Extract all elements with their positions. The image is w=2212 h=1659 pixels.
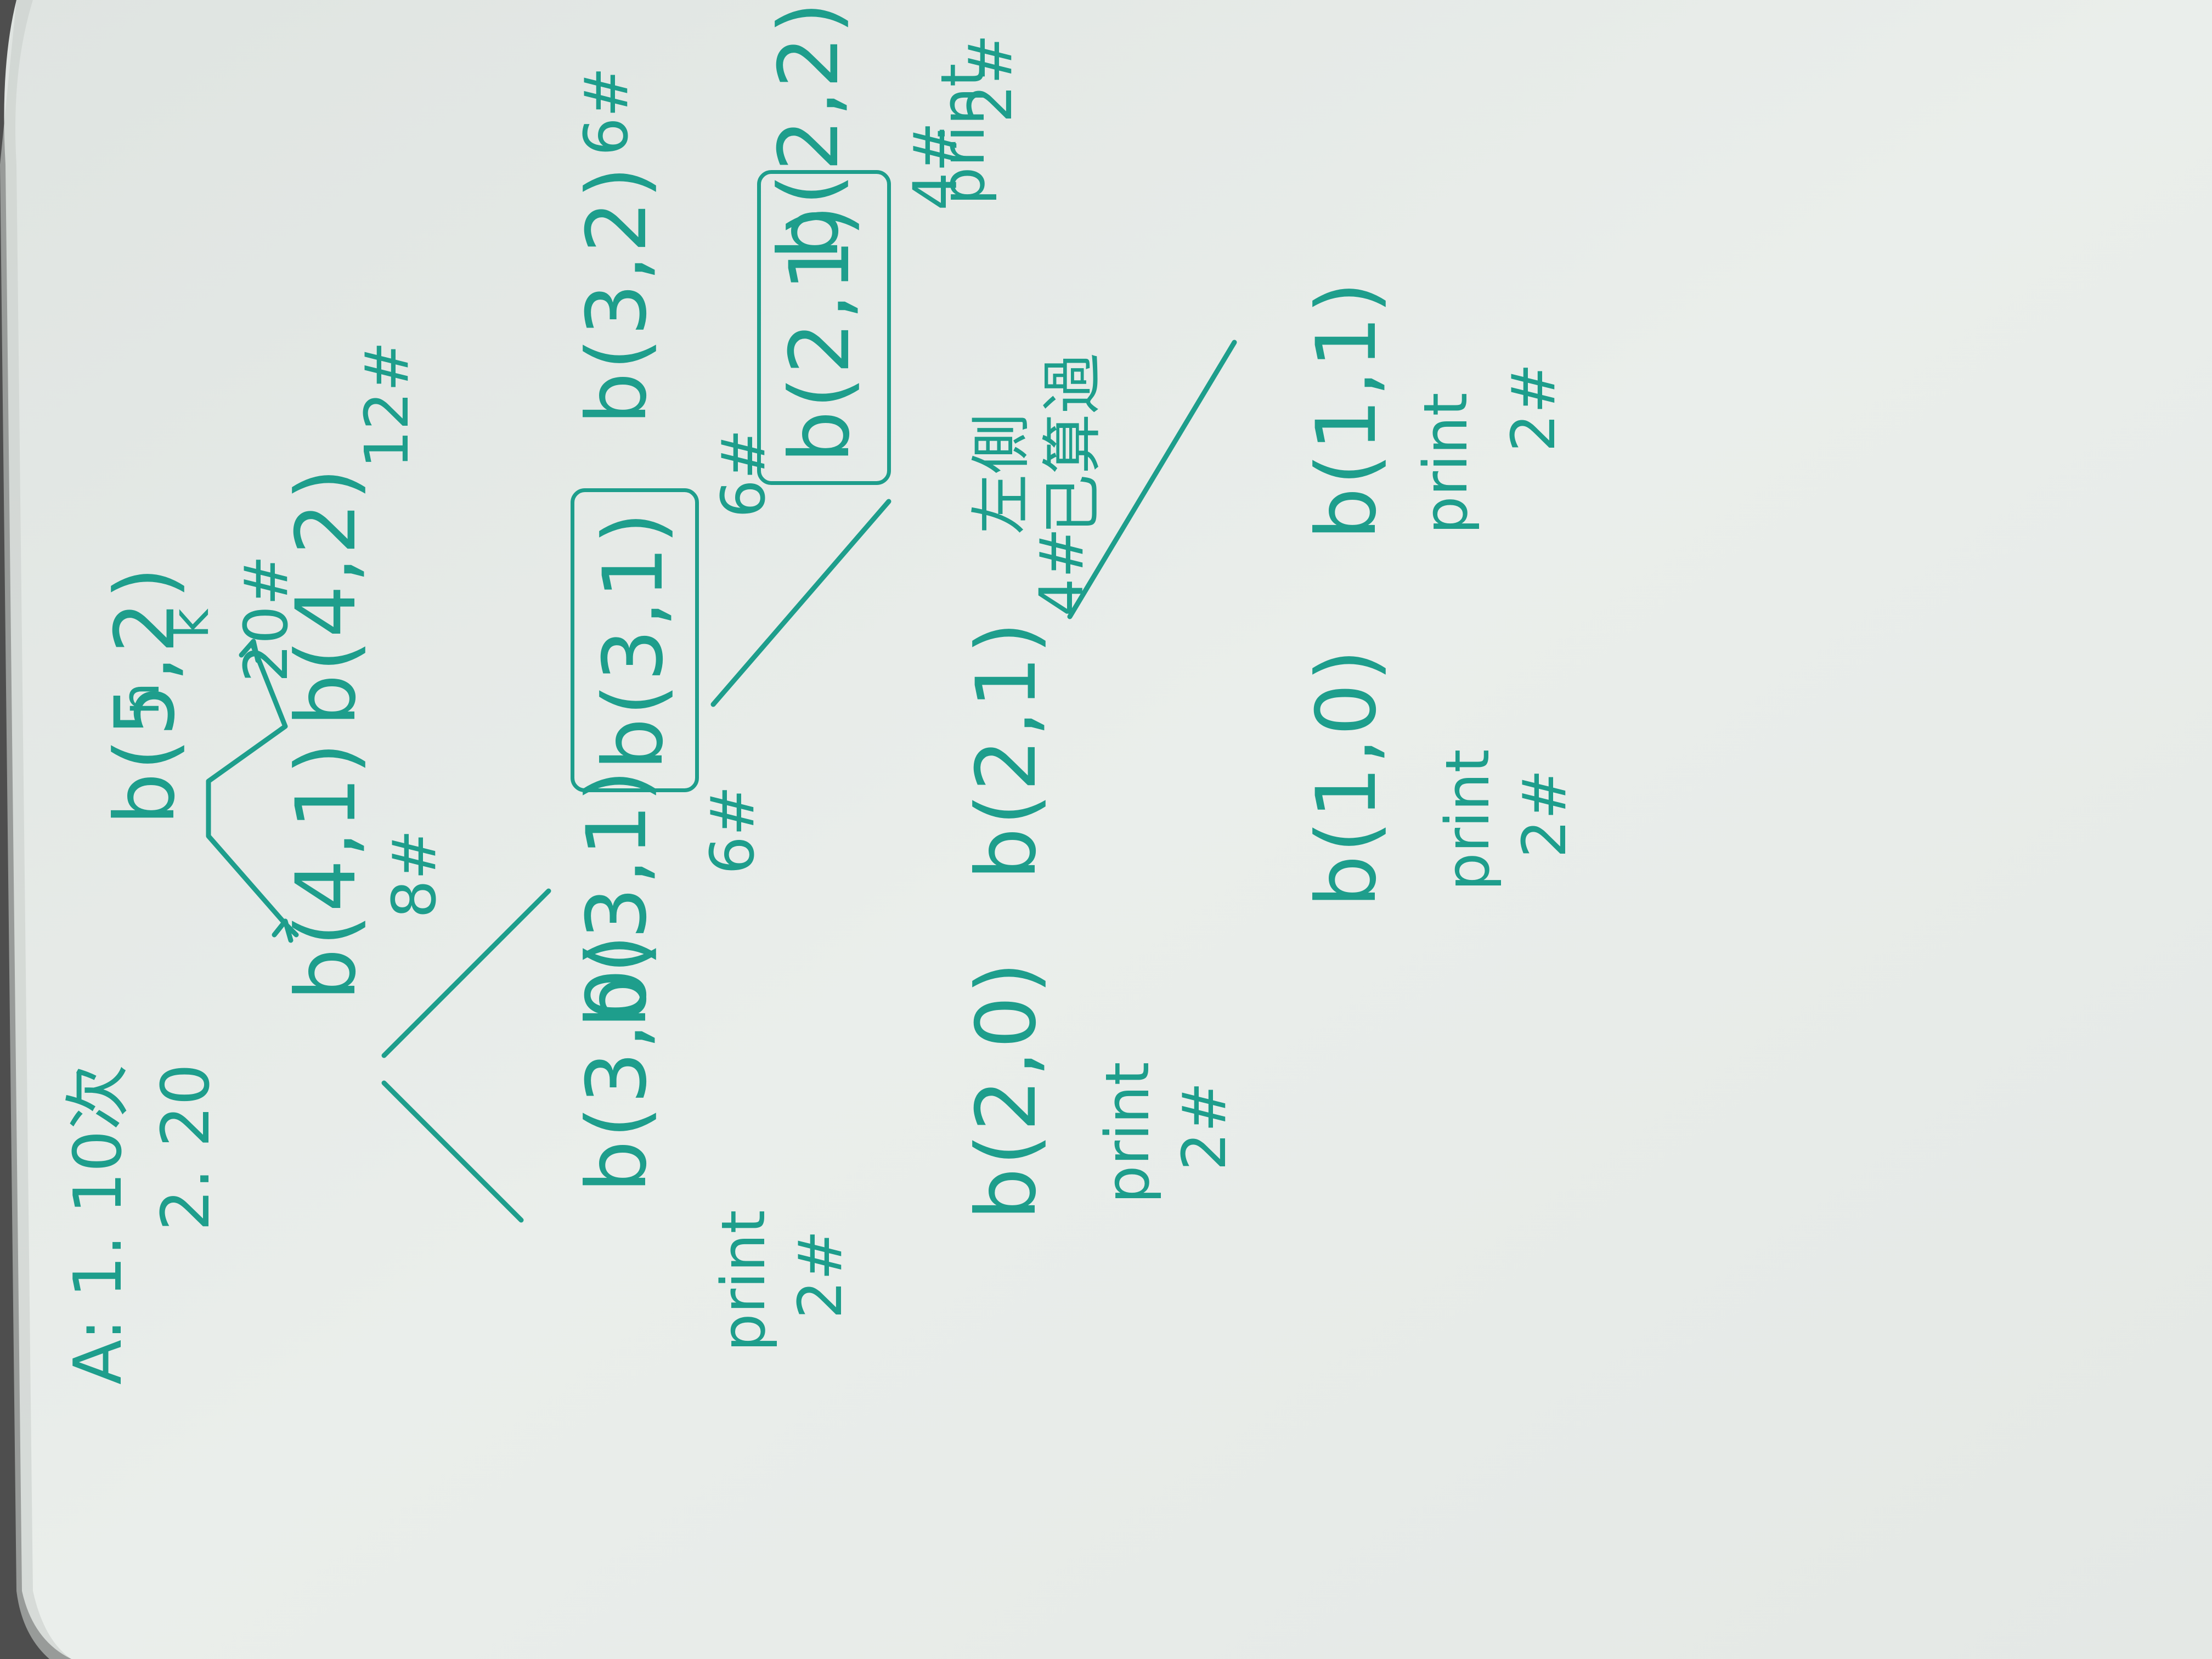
node-b31-right: b(3,1) [586, 510, 681, 770]
node-b32: b(3,2) [569, 164, 665, 425]
node-b31-left: b(3,1) [569, 768, 665, 1028]
node-b11-count: 2# [1498, 363, 1568, 452]
node-b32-count: 6# [571, 66, 641, 156]
arrow-root-left [206, 778, 288, 927]
node-b10-print: print [1432, 749, 1503, 891]
answer-line1: A: 1. 10次 [60, 1064, 137, 1385]
root-node: b(5,2) [98, 565, 193, 825]
node-b10: b(1,0) [1299, 647, 1395, 907]
node-b42-count: 12# [352, 341, 422, 469]
node-b11: b(1,1) [1299, 279, 1395, 540]
node-b20-count: 2# [1169, 1081, 1239, 1171]
node-b22-count: 2# [955, 33, 1025, 123]
node-b42: b(4,2) [279, 466, 374, 726]
node-b31-left-count: 6# [697, 785, 768, 874]
note-line2: 已算過 [1037, 353, 1108, 534]
node-b41-count: 8# [379, 829, 449, 918]
arrow-41-right [381, 888, 551, 1058]
node-b21-left-count: 4# [1026, 527, 1097, 617]
node-b30-print: print [708, 1210, 778, 1352]
node-b21-left: b(2,1) [959, 619, 1054, 880]
node-b10-count: 2# [1509, 769, 1579, 858]
node-b30-count: 2# [785, 1229, 855, 1319]
node-b20: b(2,0) [959, 960, 1054, 1220]
arrow-root-right [206, 641, 288, 784]
node-b20-print: print [1092, 1062, 1163, 1204]
answer-line2: 2. 20 [148, 1063, 224, 1231]
node-b22: b(2,2) [761, 0, 857, 260]
node-b41: b(4,1) [279, 740, 374, 1001]
node-b11-print: print [1410, 392, 1481, 534]
note-line1: 左側 [966, 414, 1036, 534]
